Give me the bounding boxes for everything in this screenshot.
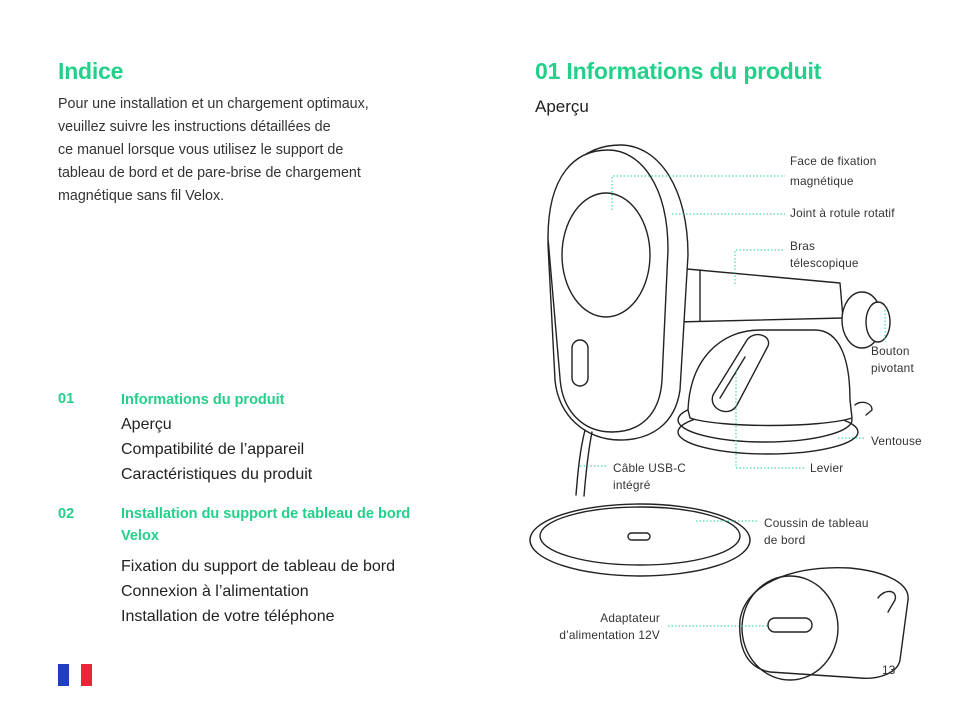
- toc-item[interactable]: Aperçu: [121, 416, 172, 433]
- toc-number-02: 02: [58, 506, 75, 522]
- charging-ring: [561, 192, 651, 318]
- lever: [711, 333, 770, 413]
- overview-heading: Aperçu: [535, 97, 589, 116]
- french-flag-icon: [58, 664, 92, 686]
- mount-body: [687, 329, 853, 427]
- intro-line: Pour une installation et un chargement o…: [58, 96, 369, 112]
- toc-title-02[interactable]: Installation du support de tableau de bo…: [121, 506, 411, 544]
- usb-c-cable: [575, 429, 586, 496]
- label-telescopic-arm: Bras télescopique: [790, 239, 859, 270]
- telescopic-arm: [675, 267, 844, 323]
- toc-item[interactable]: Caractéristiques du produit: [121, 466, 313, 483]
- intro-line: tableau de bord et de pare-brise de char…: [58, 165, 361, 181]
- label-cable: Câble USB-C intégré: [613, 461, 687, 492]
- label-dashboard-pad: Coussin de tableau de bord: [764, 516, 869, 547]
- label-pivot-button: Bouton pivotant: [871, 344, 914, 375]
- toc-item[interactable]: Compatibilité de l’appareil: [121, 441, 305, 458]
- intro-line: veuillez suivre les instructions détaill…: [58, 119, 331, 135]
- toc-items-01: Aperçu Compatibilité de l’appareil Carac…: [121, 412, 312, 487]
- index-title: Indice: [58, 58, 124, 84]
- page-number: 13: [882, 663, 896, 677]
- label-suction-cup: Ventouse: [871, 434, 922, 448]
- intro-line: magnétique sans fil Velox.: [58, 188, 225, 204]
- label-power-adapter: Adaptateur d’alimentation 12V: [559, 611, 660, 642]
- toc-number-01: 01: [58, 391, 75, 407]
- toc-title-01[interactable]: Informations du produit: [121, 392, 285, 408]
- toc-item[interactable]: Installation de votre téléphone: [121, 608, 335, 625]
- toc-item[interactable]: Fixation du support de tableau de bord: [121, 558, 395, 575]
- intro-line: ce manuel lorsque vous utilisez le suppo…: [58, 142, 344, 158]
- toc-items-02: Fixation du support de tableau de bord C…: [121, 554, 395, 629]
- label-magnetic-face: Face de fixation magnétique: [790, 154, 877, 188]
- led-slot: [571, 339, 589, 387]
- label-lever: Levier: [810, 461, 844, 475]
- toc-item[interactable]: Connexion à l’alimentation: [121, 583, 309, 600]
- section-title: 01 Informations du produit: [535, 58, 822, 84]
- intro-paragraph: Pour une installation et un chargement o…: [58, 93, 408, 208]
- label-ball-joint: Joint à rotule rotatif: [790, 206, 895, 220]
- magnetic-face: [547, 149, 669, 433]
